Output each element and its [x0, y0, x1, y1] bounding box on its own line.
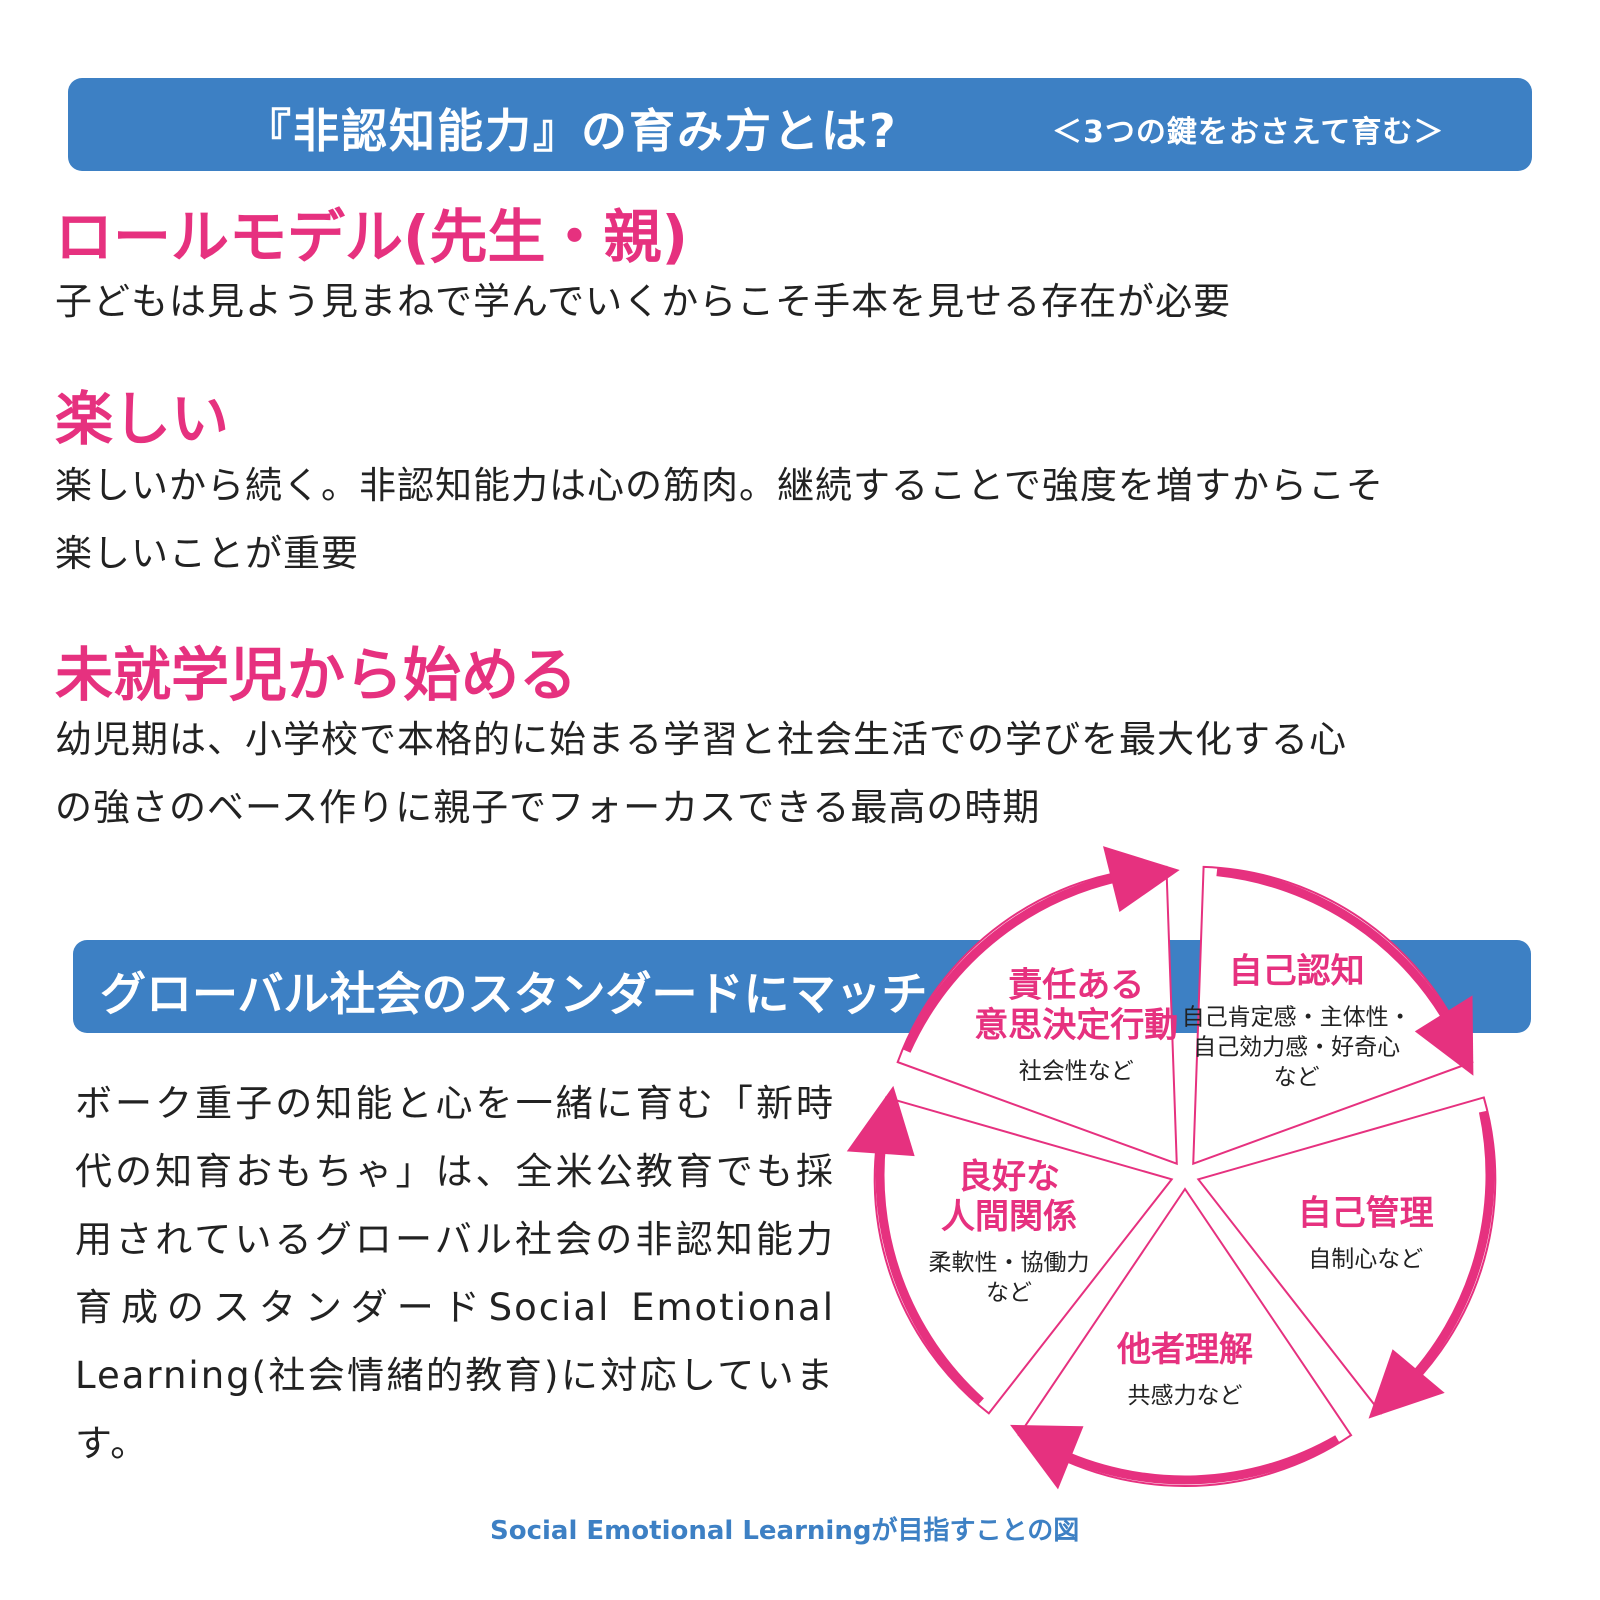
diagram-rim-arc: [875, 1131, 984, 1406]
body-line: 子どもは見よう見まねで学んでいくからこそ手本を見せる存在が必要: [55, 280, 1232, 323]
segment-title: 自己管理: [1298, 1194, 1434, 1234]
diagram-rim-arc: [1401, 1110, 1495, 1390]
segment-subtitle: など: [986, 1280, 1032, 1306]
segment-subtitle: 自己効力感・好奇心: [1193, 1034, 1400, 1060]
heading-preschool: 未就学児から始める: [55, 641, 578, 709]
header-subtitle: ＜3つの鍵をおさえて育む＞: [1052, 115, 1445, 150]
segment-subtitle: など: [1274, 1064, 1320, 1090]
heading-role-model: ロールモデル(先生・親): [55, 203, 689, 271]
segment-subtitle: 自己肯定感・主体性・: [1182, 1004, 1412, 1030]
diagram-rim-arc: [902, 870, 1133, 1053]
diagram-arrowhead: [1102, 846, 1180, 913]
diagram-rim-arc: [1049, 1435, 1340, 1485]
segment-title: 他者理解: [1116, 1330, 1253, 1370]
segment-title: 自己認知: [1229, 951, 1365, 991]
diagram-arrowhead: [1010, 1424, 1084, 1490]
segment-subtitle: 社会性など: [1019, 1058, 1134, 1084]
segment-title: 良好な: [958, 1157, 1060, 1197]
segment-title: 責任ある: [1008, 965, 1144, 1005]
body-line: 幼児期は、小学校で本格的に始まる学習と社会生活での学びを最大化する心: [55, 718, 1347, 761]
body-line: 楽しいことが重要: [55, 532, 359, 575]
diagram-arrowhead: [1368, 1349, 1445, 1419]
heading-fun: 楽しい: [55, 385, 230, 453]
diagram-arrowhead: [1414, 995, 1474, 1076]
segment-title: 人間関係: [941, 1197, 1077, 1237]
diagram-rim-arc: [1216, 867, 1459, 1034]
segment-title: 意思決定行動: [974, 1005, 1178, 1045]
diagram-rim: [846, 846, 1495, 1490]
body-line: 楽しいから続く。非認知能力は心の筋肉。継続することで強度を増すからこそ: [55, 464, 1384, 507]
segment-subtitle: 柔軟性・協働力: [929, 1250, 1090, 1276]
diagram-caption: Social Emotional Learningが目指すことの図: [490, 1516, 1080, 1546]
body-role-model: 子どもは見よう見まねで学んでいくからこそ手本を見せる存在が必要: [55, 268, 1231, 336]
header-title: 『非認知能力』の育み方とは?: [245, 104, 898, 158]
segment-subtitle: 自制心など: [1308, 1247, 1423, 1273]
global-title: グローバル社会のスタンダードにマッチ: [100, 967, 928, 1021]
header-banner: [68, 78, 1532, 171]
diagram-labels: 自己認知自己肯定感・主体性・自己効力感・好奇心など自己管理自制心など他者理解共感…: [929, 951, 1434, 1409]
diagram-wedges: [873, 865, 1497, 1487]
body-line: の強さのベース作りに親子でフォーカスできる最高の時期: [55, 786, 1041, 829]
global-body: ボーク重子の知能と心を一緒に育む「新時代の知育おもちゃ」は、全米公教育でも採用さ…: [75, 1082, 835, 1465]
segment-subtitle: 共感力など: [1128, 1383, 1243, 1409]
body-fun: 楽しいから続く。非認知能力は心の筋肉。継続することで強度を増すからこそ 楽しいこ…: [55, 452, 1384, 588]
diagram-arrowhead: [846, 1085, 915, 1157]
body-preschool: 幼児期は、小学校で本格的に始まる学習と社会生活での学びを最大化する心 の強さのベ…: [55, 706, 1347, 842]
